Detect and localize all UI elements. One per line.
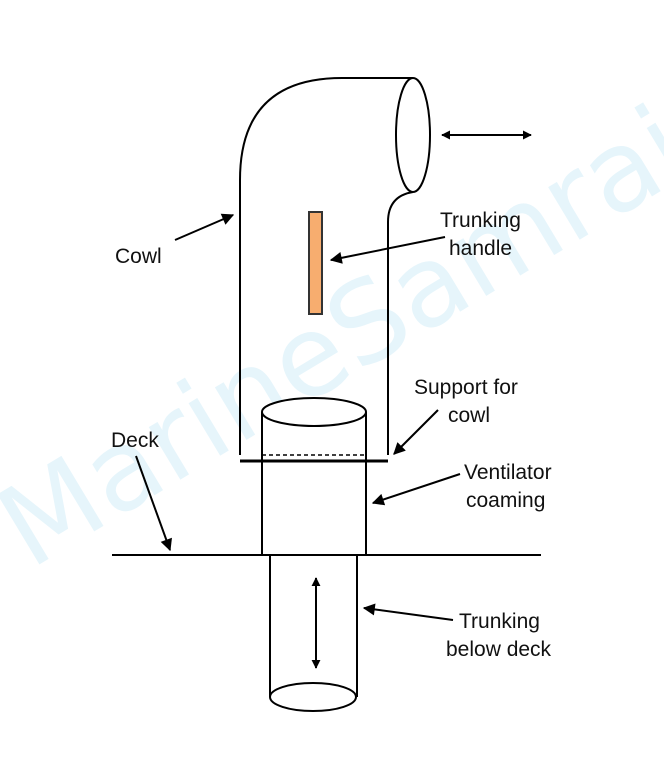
cowl-mouth: [395, 77, 431, 193]
label-ventilator-1: Ventilator: [464, 461, 552, 484]
label-ventilator-2: coaming: [466, 489, 545, 512]
trunking-handle: [308, 211, 323, 315]
cowl-leader: [174, 213, 235, 241]
coaming-leader: [371, 473, 461, 506]
trunking-bottom: [269, 682, 357, 712]
label-support-2: cowl: [448, 404, 490, 427]
label-support-1: Support for: [414, 376, 518, 399]
label-trunking-below-1: Trunking: [459, 610, 540, 633]
coaming-top: [261, 397, 367, 427]
label-trunking-handle-2: handle: [449, 237, 512, 260]
handle-leader: [329, 236, 446, 264]
cowl-back-outline: [387, 191, 414, 455]
label-trunking-handle-1: Trunking: [440, 209, 521, 232]
label-deck: Deck: [111, 429, 159, 452]
deck-leader: [135, 455, 172, 552]
label-cowl: Cowl: [115, 245, 162, 268]
trunking-leader: [362, 603, 454, 621]
cowl-outline: [239, 77, 413, 455]
label-trunking-below-2: below deck: [446, 638, 552, 661]
watermark-text: MarineSamraj: [0, 82, 664, 594]
support-leader: [393, 409, 439, 455]
